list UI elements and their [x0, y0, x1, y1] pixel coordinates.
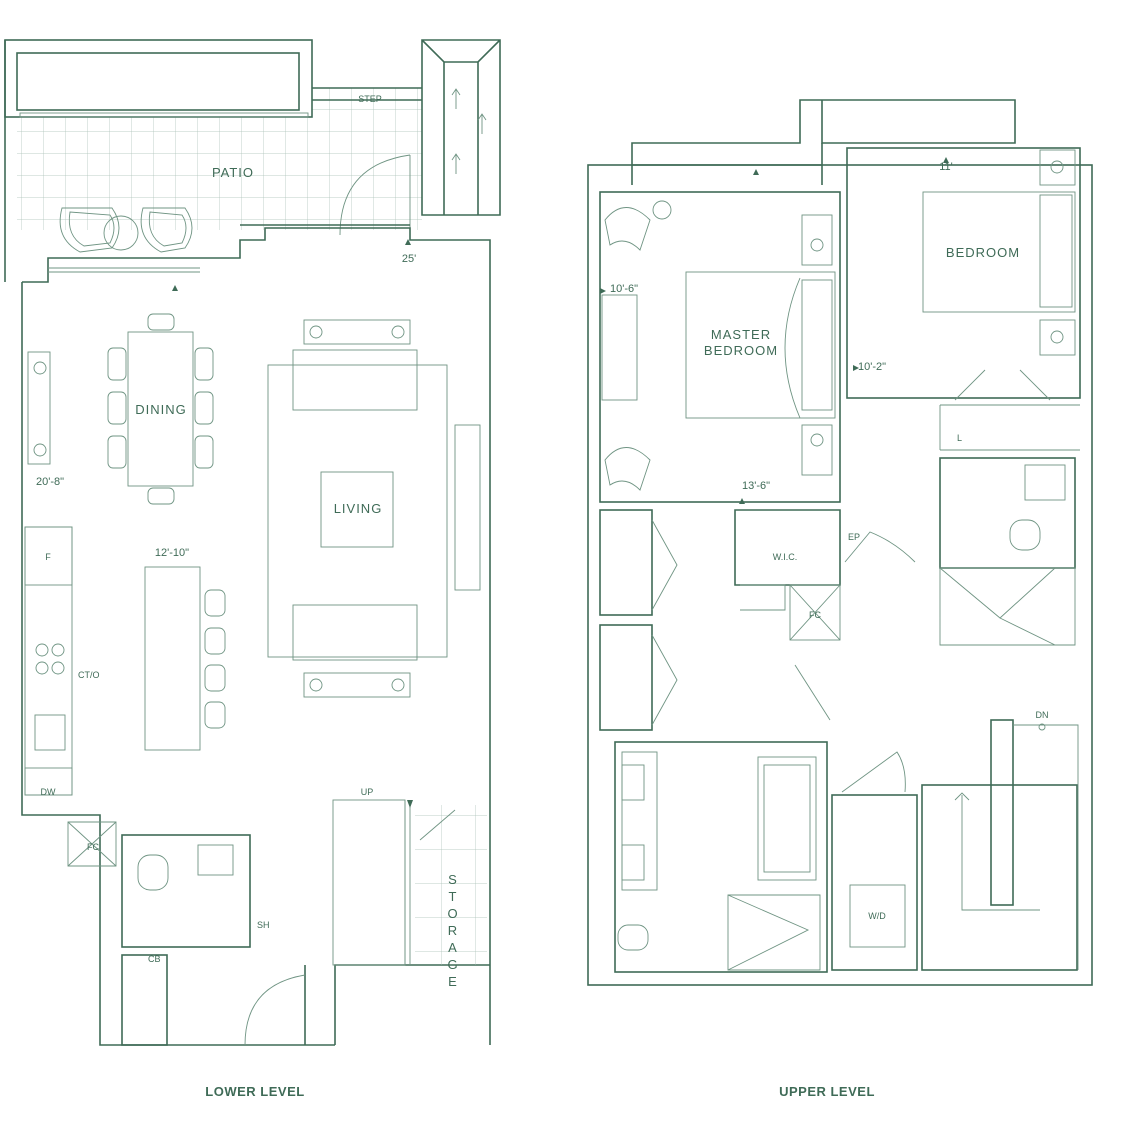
patio	[4, 39, 501, 291]
sideboard	[27, 351, 51, 465]
toilet	[617, 924, 649, 951]
patio-door	[339, 154, 411, 236]
svg-text:R: R	[448, 923, 458, 938]
svg-text:A: A	[448, 940, 458, 955]
bar-stools	[204, 589, 226, 729]
room-label-master-line2: BEDROOM	[704, 343, 778, 358]
powder-room	[121, 834, 251, 948]
shower-label: SH	[257, 920, 270, 930]
washer-dryer	[849, 884, 906, 948]
patio-chair	[140, 207, 193, 253]
lower-level-title: LOWER LEVEL	[205, 1084, 304, 1099]
ensuite	[939, 457, 1076, 569]
vanity	[197, 844, 234, 876]
column	[421, 39, 501, 216]
kitchen	[24, 526, 226, 796]
master-length-dimension: 10'-2"	[858, 361, 886, 373]
toilet	[137, 854, 169, 891]
room-label-wic: W.I.C.	[773, 552, 798, 562]
planter	[16, 52, 300, 111]
upper-outer-wall	[587, 164, 1093, 986]
walk-in-closet	[734, 509, 841, 586]
linen-label: L	[957, 433, 962, 443]
svg-text:E: E	[448, 974, 458, 989]
shower	[939, 567, 1076, 646]
bedroom	[846, 147, 1081, 399]
dresser	[601, 294, 638, 401]
bathtub	[757, 756, 817, 881]
stairs-down-label: DN	[1036, 710, 1049, 720]
dishwasher-label: DW	[41, 787, 56, 797]
svg-text:O: O	[447, 906, 458, 921]
stairs-up-label: UP	[361, 787, 374, 797]
upper-level-plan	[587, 99, 1093, 986]
svg-text:T: T	[449, 889, 458, 904]
upper-level-title: UPPER LEVEL	[779, 1084, 875, 1099]
tv-unit	[454, 424, 481, 591]
svg-text:S: S	[448, 872, 458, 887]
arrow-icon	[451, 88, 487, 174]
double-vanity	[621, 751, 658, 891]
fan-coil-label: FC	[87, 842, 99, 852]
master-bath	[614, 741, 828, 973]
bed	[922, 191, 1076, 313]
armchair	[604, 207, 651, 251]
electrical-panel-label: EP	[848, 532, 860, 542]
sink	[34, 714, 66, 751]
patio-width-dimension: 25'	[402, 253, 416, 265]
room-label-bedroom: BEDROOM	[946, 245, 1020, 260]
closet	[121, 954, 168, 1046]
armchair	[604, 447, 651, 491]
island	[144, 566, 201, 751]
master-bed	[685, 271, 836, 419]
svg-text:G: G	[447, 957, 458, 972]
master-width-dimension: 10'-6"	[610, 283, 638, 295]
master-bedroom	[599, 191, 841, 503]
kitchen-dimension: 12'-10"	[155, 547, 189, 559]
room-label-master-line1: MASTER	[711, 327, 771, 342]
stairs	[921, 784, 1078, 971]
bedroom-width-dimension: 11'	[939, 161, 953, 173]
room-label-patio: PATIO	[212, 165, 254, 180]
dining-table	[107, 313, 214, 505]
storage-label: S T O R A G E	[447, 872, 458, 989]
fridge-label: F	[45, 552, 51, 562]
washer-dryer-label: W/D	[868, 911, 886, 921]
lower-level-plan	[4, 39, 501, 1046]
fan-coil-label: FC	[809, 610, 821, 620]
room-label-living: LIVING	[334, 501, 383, 516]
door-swing	[844, 531, 916, 563]
stairs	[332, 799, 487, 966]
cooktop-label: CT/O	[78, 670, 100, 680]
patio-table	[103, 215, 139, 251]
length-dimension: 20'-8"	[36, 476, 64, 488]
fridge	[24, 526, 73, 586]
fan-coil	[67, 821, 117, 867]
cooktop-icon	[35, 643, 65, 675]
fan-coil	[789, 584, 841, 641]
step-label: STEP	[358, 94, 382, 104]
closet	[599, 509, 653, 616]
wic-dimension: 13'-6"	[742, 480, 770, 492]
room-label-dining: DINING	[135, 402, 187, 417]
lamp-icon	[33, 361, 47, 457]
linen-closet	[939, 404, 1080, 451]
closet	[599, 624, 653, 731]
dishwasher	[24, 767, 73, 796]
lower-walls	[21, 227, 491, 1046]
living-furniture	[267, 319, 481, 698]
entry-door	[244, 974, 306, 1046]
shower	[727, 894, 821, 971]
closet-label: CB	[148, 954, 161, 964]
laundry	[831, 794, 918, 971]
